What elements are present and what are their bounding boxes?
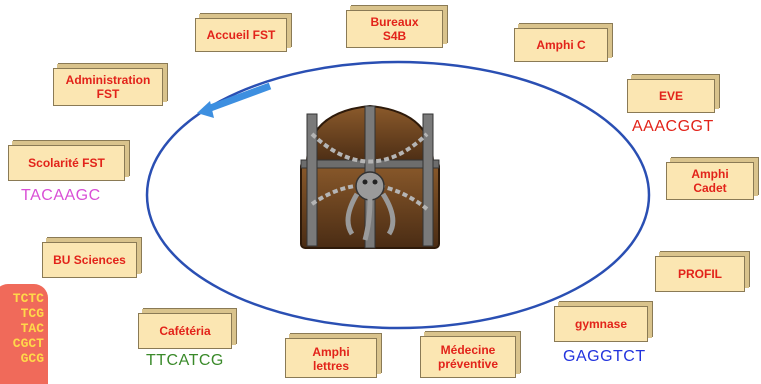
box-label-line1: Médecine — [440, 343, 496, 357]
dna-card-line: CGCT — [12, 336, 44, 351]
dna-sequence-cafeteria: TTCATCG — [146, 352, 224, 369]
box-label-line2: Cadet — [693, 181, 727, 195]
location-box-amphi-cadet: Amphi Cadet — [666, 162, 754, 200]
location-box-accueil-fst: Accueil FST — [195, 18, 287, 52]
location-box-bureaux-s4b: Bureaux S4B — [346, 10, 443, 48]
box-label: BU Sciences — [53, 253, 126, 267]
location-box-gymnase: gymnase — [554, 306, 648, 342]
cycle-ellipse — [145, 60, 651, 330]
location-box-cafeteria: Cafétéria — [138, 313, 232, 349]
box-label: EVE — [658, 89, 683, 103]
box-label: Amphi C — [536, 38, 586, 52]
box-label: PROFIL — [678, 267, 722, 281]
box-label-line2: préventive — [437, 357, 499, 371]
box-label: Accueil FST — [206, 28, 276, 42]
box-label-line2: S4B — [382, 29, 407, 43]
location-box-scolarite-fst: Scolarité FST — [8, 145, 125, 181]
box-label-line2: lettres — [312, 359, 350, 373]
location-box-administration-fst: Administration FST — [53, 68, 163, 106]
box-label-line1: Amphi — [312, 345, 350, 359]
dna-card: TCTC TCG TAC CGCT GCG — [0, 284, 48, 384]
dna-card-line: TCG — [20, 306, 44, 321]
box-label-line2: FST — [96, 87, 120, 101]
box-label: Scolarité FST — [28, 156, 105, 170]
dna-sequence-scolarite: TACAAGC — [21, 187, 101, 204]
dna-card-line: TAC — [20, 321, 44, 336]
box-label-line1: Bureaux — [370, 15, 419, 29]
cycle-ring — [145, 60, 651, 330]
box-label: Cafétéria — [159, 324, 211, 338]
location-box-amphi-lettres: Amphi lettres — [285, 338, 377, 378]
location-box-bu-sciences: BU Sciences — [42, 242, 137, 278]
location-box-medecine-preventive: Médecine préventive — [420, 336, 516, 378]
box-label-line1: Administration — [65, 73, 151, 87]
location-box-eve: EVE — [627, 79, 715, 113]
treasure-chest-icon — [300, 104, 440, 249]
arrow-icon — [197, 82, 272, 118]
dna-sequence-gymnase: GAGGTCT — [563, 348, 646, 365]
location-box-profil: PROFIL — [655, 256, 745, 292]
dna-sequence-eve: AAACGGT — [632, 118, 714, 135]
box-label: gymnase — [574, 317, 628, 331]
dna-card-line: TCTC — [12, 291, 44, 306]
dna-card-line: GCG — [20, 351, 44, 366]
location-box-amphi-c: Amphi C — [514, 28, 608, 62]
box-label-line1: Amphi — [691, 167, 729, 181]
